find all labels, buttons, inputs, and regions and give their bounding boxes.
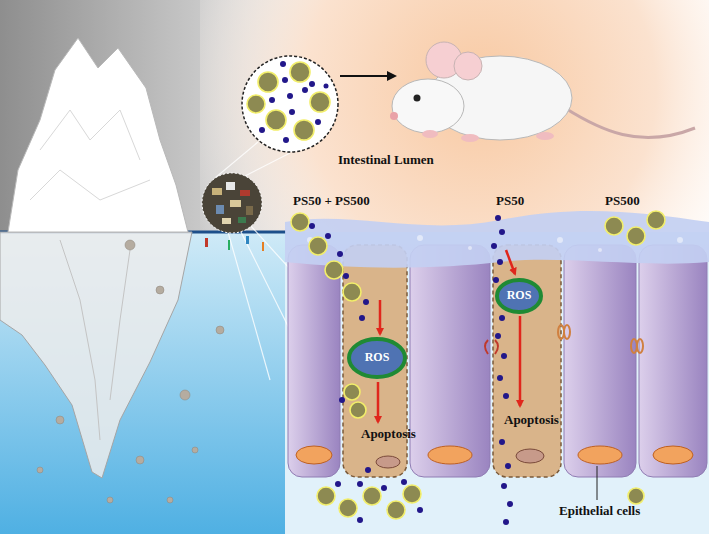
group-label: PS50 + PS500	[293, 194, 370, 209]
ellipse-shape	[497, 280, 541, 312]
part-label: Epithelial cells	[559, 504, 640, 519]
ros-ellipse: ROS	[347, 337, 407, 379]
node-text: ROS	[507, 289, 532, 302]
group-label: PS500	[605, 194, 640, 209]
outcome-label: Apoptosis	[361, 427, 416, 442]
group-label: PS50	[496, 194, 524, 209]
outcome-label: Apoptosis	[504, 413, 559, 428]
node-text: ROS	[365, 351, 390, 364]
ellipse-shape	[349, 339, 405, 377]
ros-ellipse: ROS	[495, 278, 543, 314]
region-label: Intestinal Lumen	[338, 153, 434, 168]
